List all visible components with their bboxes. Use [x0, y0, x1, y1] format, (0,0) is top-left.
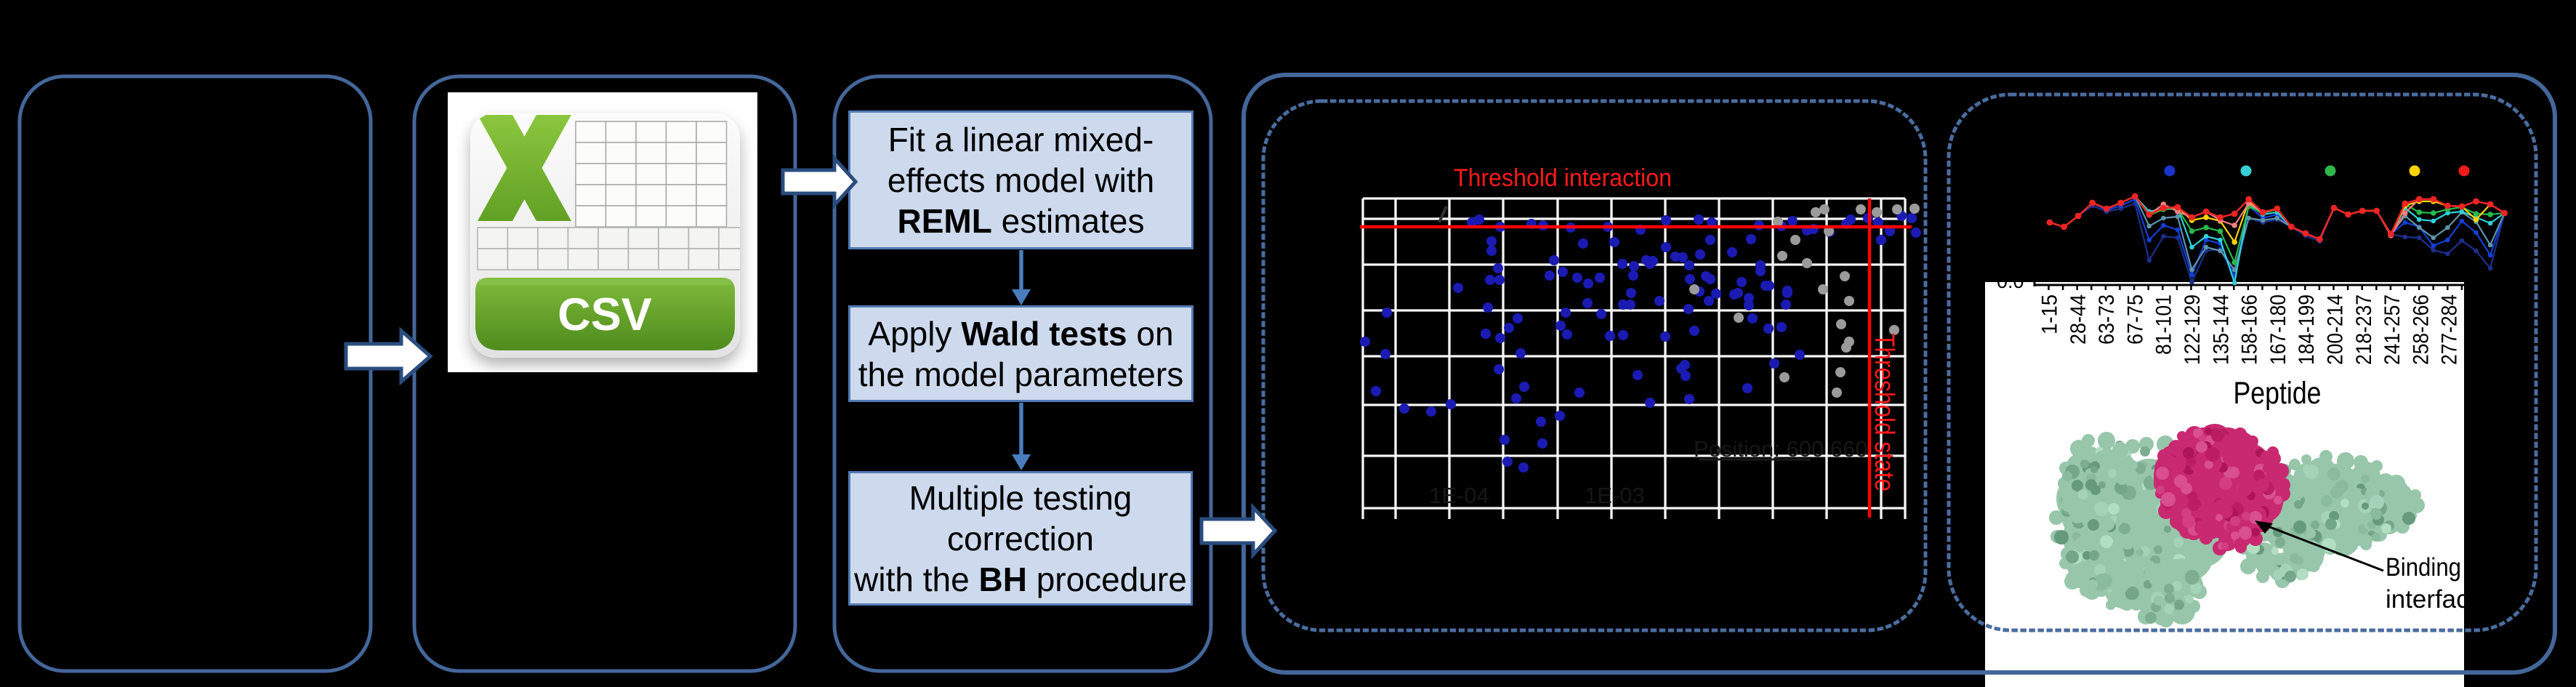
- svg-text:63-73: 63-73: [2095, 294, 2119, 345]
- svg-text:241-257: 241-257: [2380, 294, 2404, 365]
- svg-text:135-144: 135-144: [2209, 294, 2233, 365]
- svg-text:122-129: 122-129: [2181, 294, 2205, 365]
- svg-text:CSV: CSV: [558, 289, 652, 340]
- svg-text:interface: interface: [2386, 585, 2464, 614]
- svg-text:184-199: 184-199: [2295, 294, 2319, 365]
- svg-text:Threshold state: Threshold state: [1869, 333, 1899, 491]
- svg-text:258-266: 258-266: [2409, 294, 2433, 365]
- svg-text:28-44: 28-44: [2066, 294, 2090, 345]
- svg-text:Binding: Binding: [2386, 553, 2461, 582]
- svg-text:1E-03: 1E-03: [1585, 483, 1645, 508]
- svg-text:1E-04: 1E-04: [1429, 483, 1489, 508]
- svg-text:67-75: 67-75: [2123, 294, 2147, 345]
- svg-text:200-214: 200-214: [2324, 294, 2348, 365]
- svg-text:Threshold interaction: Threshold interaction: [1454, 164, 1672, 192]
- svg-text:158-166: 158-166: [2238, 294, 2262, 365]
- svg-text:Peptide: Peptide: [2234, 376, 2322, 411]
- svg-text:1-15: 1-15: [2038, 294, 2062, 334]
- svg-text:81-101: 81-101: [2152, 294, 2176, 355]
- svg-text:167-180: 167-180: [2266, 294, 2290, 365]
- svg-text:277-284: 277-284: [2438, 294, 2462, 365]
- svg-text:Position: 600 660: Position: 600 660: [1694, 436, 1868, 462]
- svg-text:218-237: 218-237: [2352, 294, 2376, 365]
